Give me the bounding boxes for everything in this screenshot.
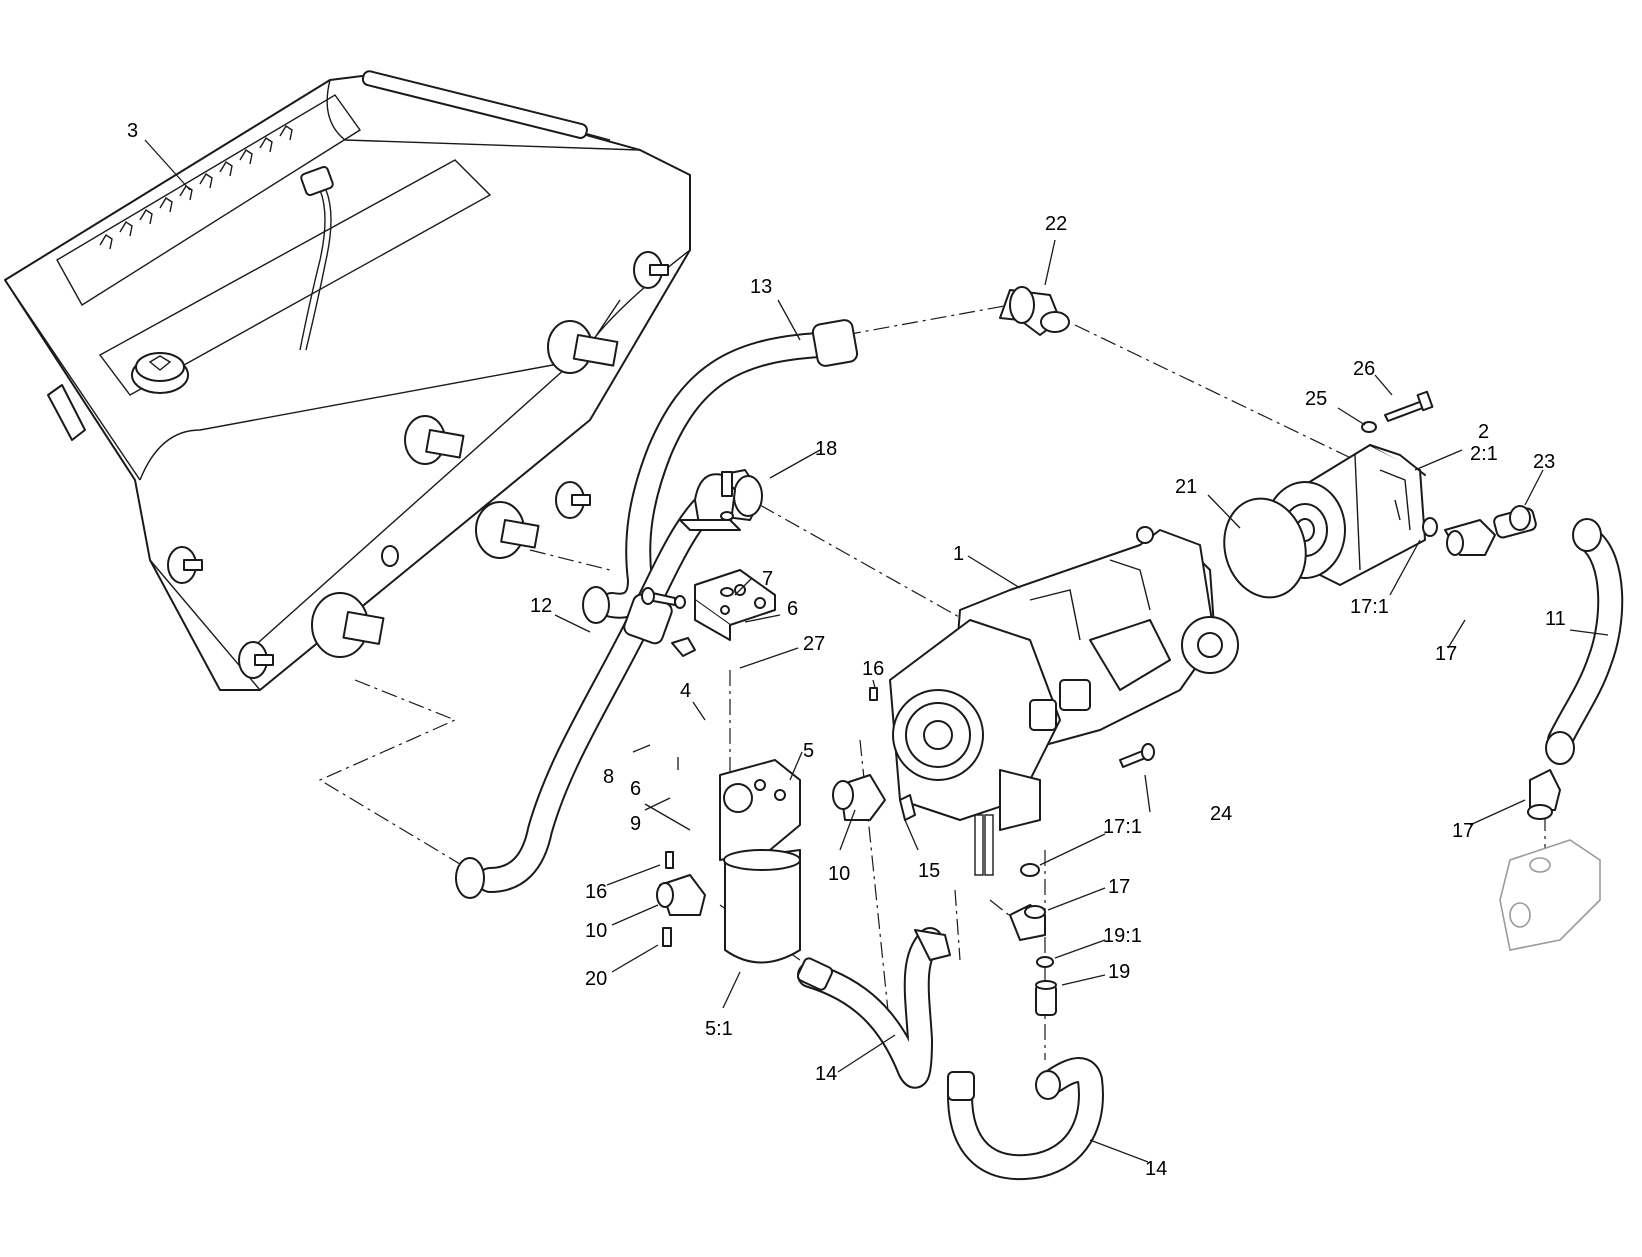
callout-19-1: 19:1 bbox=[1103, 925, 1142, 947]
bolt-8 bbox=[641, 587, 676, 606]
callout-5-1: 5:1 bbox=[705, 1018, 733, 1040]
callout-2-1: 2:1 bbox=[1470, 443, 1498, 465]
callout-17-center: 17 bbox=[1108, 876, 1130, 898]
callout-6-side: 6 bbox=[630, 778, 641, 800]
callout-11: 11 bbox=[1545, 608, 1566, 630]
fitting-10-lower bbox=[656, 874, 706, 916]
callout-16-upper: 16 bbox=[862, 658, 884, 680]
fitting-19 bbox=[1035, 980, 1057, 1016]
o-ring-19-1 bbox=[1036, 956, 1054, 968]
callout-16-lower: 16 bbox=[585, 881, 607, 903]
filter-canister-5-1 bbox=[723, 849, 801, 964]
callout-17-right: 17 bbox=[1435, 643, 1457, 665]
callout-12: 12 bbox=[530, 595, 552, 617]
callout-24: 24 bbox=[1210, 803, 1232, 825]
callout-15: 15 bbox=[918, 860, 940, 882]
callout-22: 22 bbox=[1045, 213, 1067, 235]
o-ring-17-1-center bbox=[1020, 863, 1040, 877]
hose-14-upper bbox=[796, 927, 951, 1089]
callout-27: 27 bbox=[803, 633, 825, 655]
elbow-fitting-17-center bbox=[1009, 904, 1046, 941]
callout-6-top: 6 bbox=[787, 598, 798, 620]
callout-13: 13 bbox=[750, 276, 772, 298]
fitting-23 bbox=[1493, 505, 1537, 539]
callout-5: 5 bbox=[803, 740, 814, 762]
fitting-15 bbox=[899, 794, 916, 821]
bolt-24 bbox=[1119, 743, 1155, 768]
o-ring-21 bbox=[1223, 497, 1307, 599]
washer-25 bbox=[1361, 421, 1377, 433]
bolt-7 bbox=[720, 471, 734, 597]
callout-1: 1 bbox=[953, 543, 964, 565]
hose-13 bbox=[582, 319, 859, 624]
callout-10-upper: 10 bbox=[828, 863, 850, 885]
callout-2: 2 bbox=[1478, 421, 1489, 443]
callout-7: 7 bbox=[762, 568, 773, 590]
bracket-4 bbox=[694, 569, 776, 641]
leader-lines bbox=[144, 139, 1609, 1163]
fitting-20 bbox=[662, 927, 672, 947]
callout-17-lower-right: 17 bbox=[1452, 820, 1474, 842]
washer-6-top bbox=[720, 511, 734, 521]
callout-21: 21 bbox=[1175, 476, 1197, 498]
hose-11 bbox=[1545, 518, 1624, 765]
washer-6-side bbox=[674, 595, 686, 609]
callout-10-lower: 10 bbox=[585, 920, 607, 942]
callout-17-1-center: 17:1 bbox=[1103, 816, 1142, 838]
hose-14-lower bbox=[947, 1057, 1104, 1181]
valve-block-ghost bbox=[1499, 839, 1601, 951]
o-ring-17-1 bbox=[1422, 517, 1438, 537]
hydraulic-reservoir-tank bbox=[4, 70, 691, 691]
callout-23: 23 bbox=[1533, 451, 1555, 473]
callout-4: 4 bbox=[680, 680, 691, 702]
nut-9 bbox=[671, 637, 696, 657]
callout-14-upper: 14 bbox=[815, 1063, 837, 1085]
callout-25: 25 bbox=[1305, 388, 1327, 410]
bolt-26 bbox=[1384, 390, 1434, 422]
callout-20: 20 bbox=[585, 968, 607, 990]
elbow-fitting-22 bbox=[999, 286, 1070, 336]
callout-18: 18 bbox=[815, 438, 837, 460]
callout-3: 3 bbox=[127, 120, 138, 142]
callout-17-1-right: 17:1 bbox=[1350, 596, 1389, 618]
hydraulic-pump-1 bbox=[889, 526, 1239, 876]
callout-14-lower: 14 bbox=[1145, 1158, 1167, 1180]
callout-26: 26 bbox=[1353, 358, 1375, 380]
plug-16-upper bbox=[869, 687, 878, 701]
callout-19: 19 bbox=[1108, 961, 1130, 983]
callout-9: 9 bbox=[630, 813, 641, 835]
elbow-fitting-17 bbox=[1444, 519, 1496, 556]
filter-head-5 bbox=[719, 759, 801, 861]
fitting-10-upper bbox=[832, 774, 886, 821]
plug-16-lower bbox=[665, 851, 674, 869]
callout-labels: 3 22 13 26 25 2 2:1 18 23 21 1 17:1 11 7… bbox=[127, 120, 1566, 1180]
callout-8: 8 bbox=[603, 766, 614, 788]
elbow-fitting-17-lower bbox=[1527, 769, 1561, 820]
